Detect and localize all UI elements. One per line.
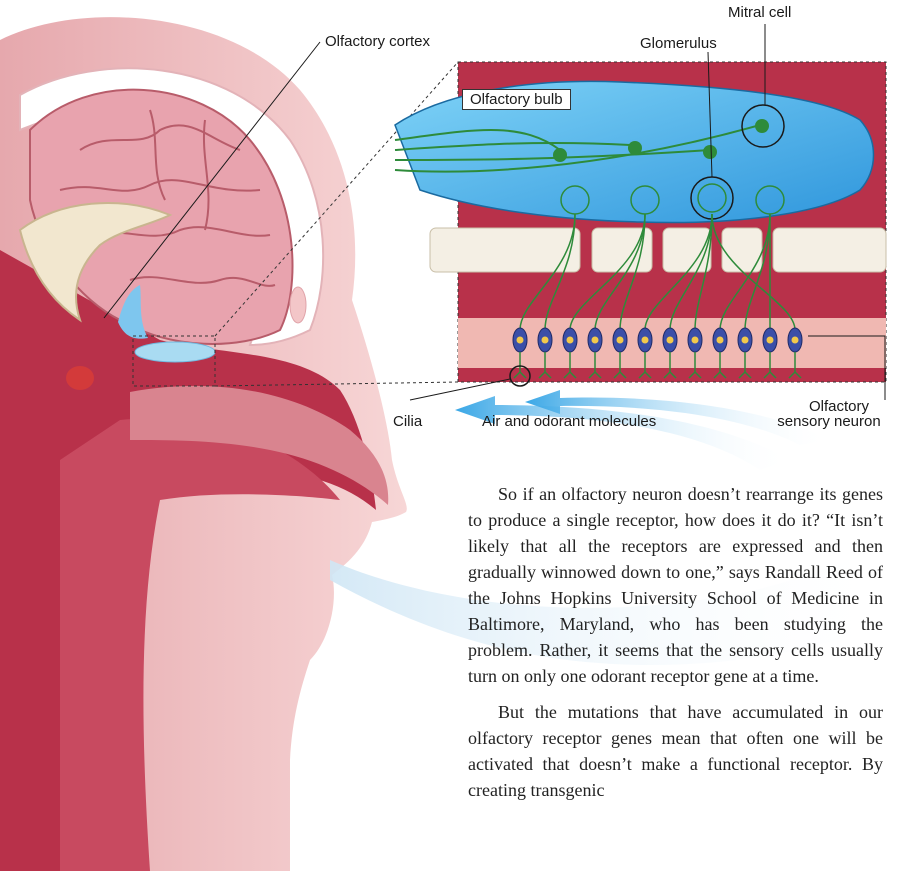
neuron-nucleus (717, 337, 724, 344)
olfactory-bulb-label: Olfactory bulb (462, 89, 571, 110)
neuron-nucleus (742, 337, 749, 344)
article-paragraph-1: So if an olfactory neuron doesn’t rearra… (468, 481, 883, 689)
mitral-cell-label: Mitral cell (728, 4, 791, 21)
neuron-nucleus (667, 337, 674, 344)
neuron-nucleus (592, 337, 599, 344)
neuron-nucleus (792, 337, 799, 344)
neuron-nucleus (692, 337, 699, 344)
olfactory-bulb-small (135, 342, 215, 362)
ear-inner (290, 287, 306, 323)
glomerulus-label: Glomerulus (640, 35, 717, 52)
article-text: So if an olfactory neuron doesn’t rearra… (468, 481, 883, 803)
sensory-neuron-label-line2: sensory neuron (764, 413, 894, 430)
neuron-nucleus (767, 337, 774, 344)
pituitary-gland (66, 366, 94, 390)
neuron-nucleus (617, 337, 624, 344)
olfactory-cortex-label: Olfactory cortex (325, 33, 430, 50)
cilia-label: Cilia (393, 413, 422, 430)
neuron-nucleus (642, 337, 649, 344)
neuron-nucleus (517, 337, 524, 344)
neuron-nucleus (567, 337, 574, 344)
article-paragraph-2: But the mutations that have accumulated … (468, 699, 883, 803)
air-odorant-label: Air and odorant molecules (482, 413, 656, 430)
neuron-nucleus (542, 337, 549, 344)
